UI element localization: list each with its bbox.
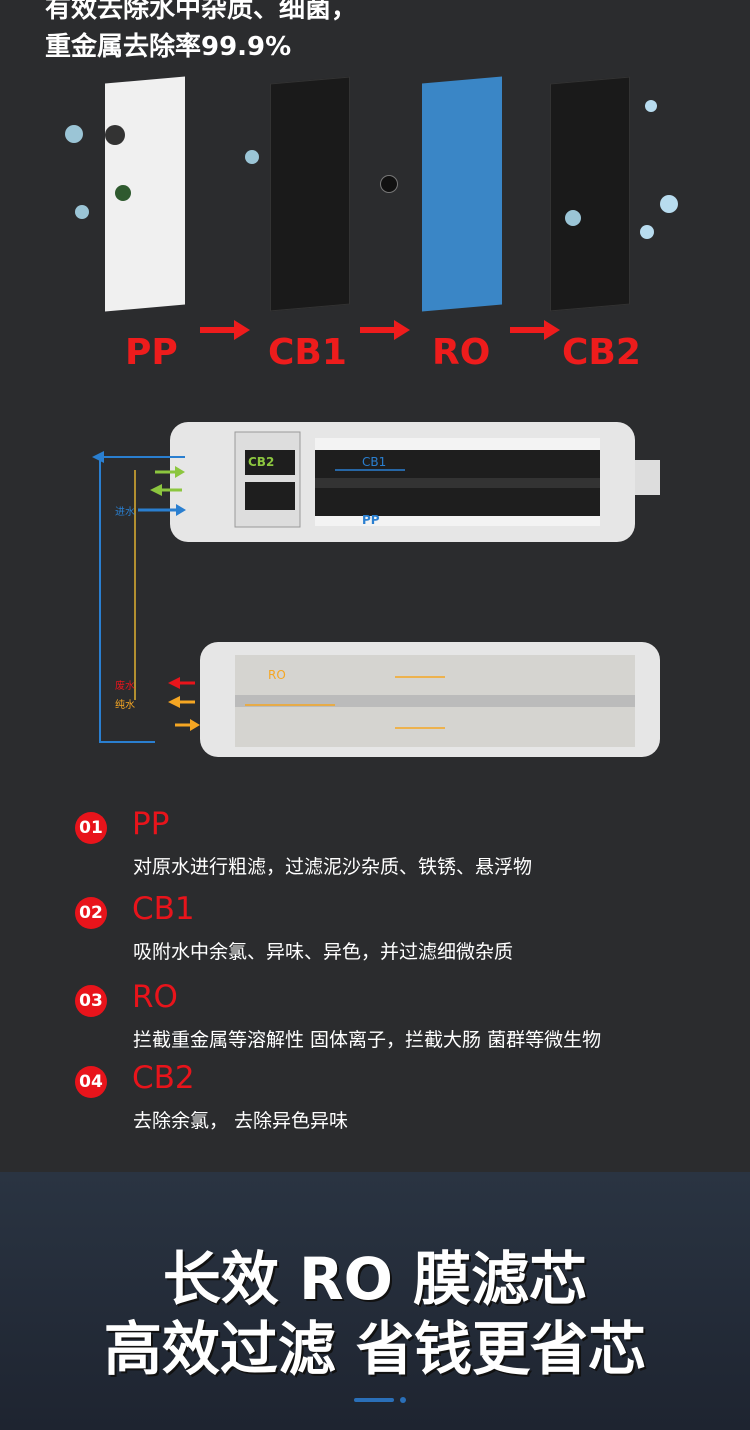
stage-description: 对原水进行粗滤，过滤泥沙杂质、铁锈、悬浮物	[133, 856, 533, 878]
cb1-filter-panel	[270, 76, 350, 312]
waste-water-label: 废水	[115, 681, 135, 692]
particle-icon	[245, 150, 259, 164]
stage-number: 03	[75, 985, 107, 1017]
stage-description: 去除余氯， 去除异色异味	[133, 1110, 349, 1132]
slogan-banner: 长效 RO 膜滤芯 高效过滤 省钱更省芯	[0, 1172, 750, 1430]
stage-description: 拦截重金属等溶解性 固体离子，拦截大肠 菌群等微生物	[133, 1029, 602, 1051]
cb1-layer	[315, 450, 600, 478]
inlet-label: 进水	[115, 507, 135, 518]
stage-number: 01	[75, 812, 107, 844]
particle-icon	[660, 195, 678, 213]
bacteria-icon	[380, 175, 398, 193]
divider-dot	[400, 1397, 406, 1403]
filter-label-cb1: CB1	[268, 332, 347, 373]
diagram-label-cb1: CB1	[362, 455, 387, 469]
pure-water-label: 纯水	[115, 700, 135, 711]
arrow-right-icon	[200, 320, 250, 340]
diagram-label-pp: PP	[362, 513, 380, 527]
stage-description: 吸附水中余氯、异味、异色，并过滤细微杂质	[133, 941, 514, 963]
cb2-filter-panel	[550, 76, 630, 312]
arrow-right-icon	[510, 320, 560, 340]
divider-bar	[354, 1398, 394, 1402]
particle-icon	[645, 100, 657, 112]
diagram-label-ro: RO	[268, 668, 286, 682]
bacteria-icon	[105, 125, 125, 145]
arrow-right-icon	[360, 320, 410, 340]
stage-title: RO	[132, 979, 178, 1015]
stage-title: CB1	[132, 891, 195, 927]
slogan-line1: 长效 RO 膜滤芯	[162, 1245, 588, 1313]
stage-title: CB2	[132, 1060, 195, 1096]
pp-layer	[315, 516, 600, 526]
slogan-line2: 高效过滤 省钱更省芯	[103, 1315, 647, 1383]
bacteria-icon	[115, 185, 131, 201]
stage-title: PP	[132, 806, 170, 842]
stage-number: 02	[75, 897, 107, 929]
particle-icon	[75, 205, 89, 219]
filter-label-ro: RO	[432, 332, 491, 373]
header-line2: 重金属去除率99.9%	[45, 32, 292, 62]
stage-number: 04	[75, 1066, 107, 1098]
filter-cross-section-diagram	[92, 422, 660, 757]
filter-label-cb2: CB2	[562, 332, 641, 373]
cb2-chamber	[234, 431, 301, 528]
ro-filter-panel	[422, 76, 502, 312]
diagram-label-cb2: CB2	[248, 455, 275, 469]
particle-icon	[565, 210, 581, 226]
filter-label-pp: PP	[125, 332, 178, 373]
header-line1: 有效去除水中杂质、细菌，	[45, 0, 358, 24]
particle-icon	[65, 125, 83, 143]
particle-icon	[640, 225, 654, 239]
